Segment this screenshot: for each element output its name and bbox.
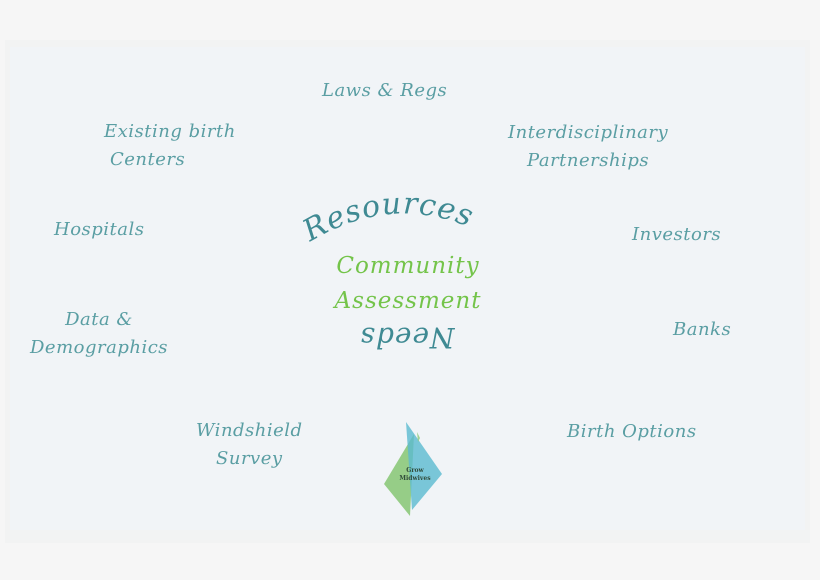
node-text: Laws & Regs — [322, 80, 448, 101]
node-text: Partnerships — [527, 150, 650, 171]
center-arc-text: Resources Needs — [296, 186, 477, 354]
node-text: Data & — [65, 309, 133, 330]
node-existing-birth-centers: Existing birth Centers — [104, 118, 236, 174]
community-text: Community — [336, 253, 480, 279]
node-banks: Banks — [673, 316, 731, 344]
node-laws-regs: Laws & Regs — [322, 77, 447, 105]
logo-line-2: Midwives — [399, 475, 431, 482]
node-hospitals: Hospitals — [54, 216, 145, 244]
node-text: Birth Options — [567, 421, 697, 442]
node-birth-options: Birth Options — [567, 418, 697, 446]
node-text: Interdisciplinary — [508, 122, 669, 143]
node-text: Hospitals — [54, 219, 145, 240]
logo-label: Grow Midwives — [385, 467, 445, 483]
node-investors: Investors — [632, 221, 721, 249]
node-data-demographics: Data & Demographics — [30, 306, 168, 362]
node-text: Banks — [673, 319, 732, 340]
node-text: Windshield — [196, 420, 303, 441]
assessment-text: Assessment — [334, 288, 482, 314]
node-text: Centers — [110, 149, 186, 170]
center-assessment-label: Assessment — [322, 284, 494, 318]
grow-midwives-logo-icon — [384, 422, 442, 516]
node-windshield-survey: Windshield Survey — [196, 417, 303, 473]
node-text: Survey — [216, 448, 283, 469]
node-text: Existing birth — [104, 121, 236, 142]
center-community-label: Community — [322, 249, 494, 283]
logo-line-1: Grow — [406, 467, 424, 474]
needs-arc-label: Needs — [360, 321, 456, 354]
node-text: Demographics — [30, 337, 169, 358]
node-text: Investors — [632, 224, 722, 245]
resources-arc-label: Resources — [296, 186, 478, 249]
node-interdisciplinary-partnerships: Interdisciplinary Partnerships — [508, 119, 668, 175]
